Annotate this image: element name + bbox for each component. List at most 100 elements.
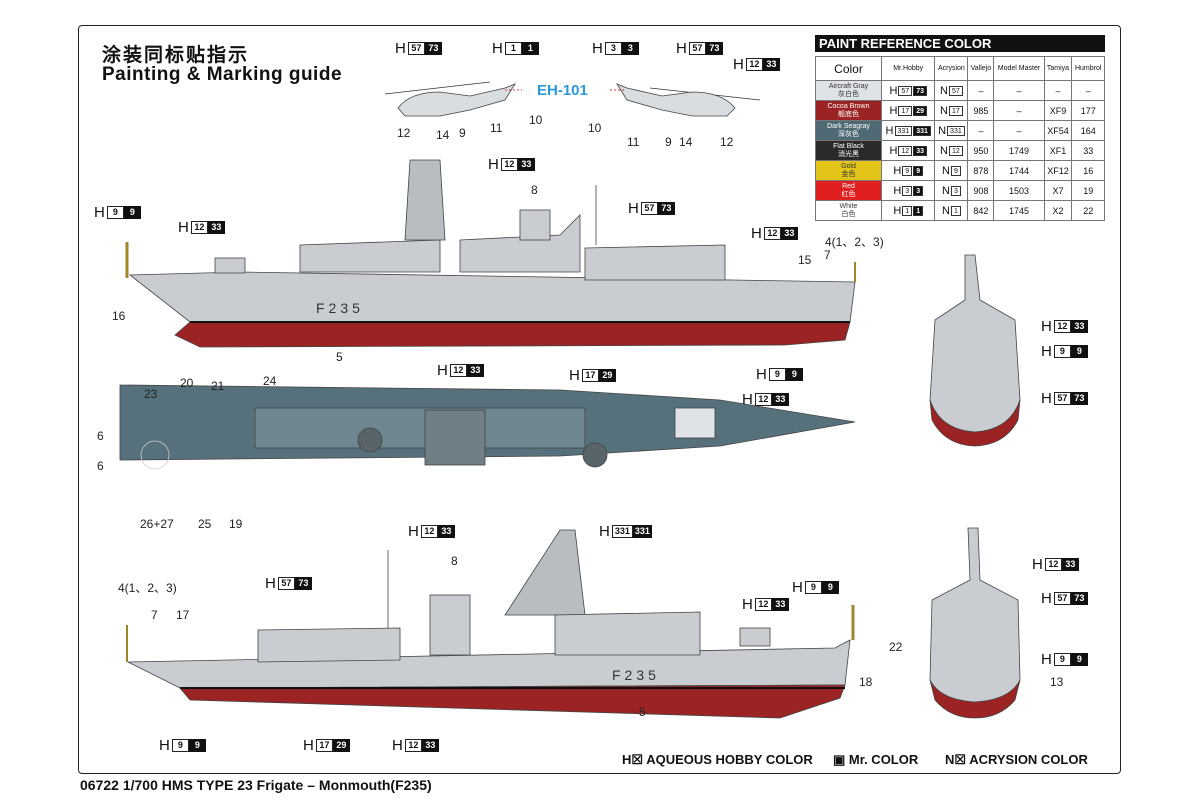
part-number: 17 [176,608,190,622]
paint-reference-table: PAINT REFERENCE COLOR Color Mr.Hobby Acr… [815,35,1105,221]
humbrol-cell: – [1071,80,1105,101]
side-view-port [126,529,855,719]
column-header: Color [815,56,882,81]
humbrol-cell: 19 [1071,180,1105,201]
humbrol-cell: 164 [1071,120,1105,141]
footer-title: 06722 1/700 HMS TYPE 23 Frigate – Monmou… [80,777,432,793]
part-number: 16 [112,309,126,323]
humbrol-cell: 33 [1071,140,1105,161]
part-number: 26+27 [140,517,174,531]
part-number: 11 [627,135,640,149]
part-number: 14 [679,135,693,149]
column-header: Mr.Hobby [880,56,936,81]
part-number: 24 [263,374,277,388]
front-view-bow [929,254,1021,447]
part-number: 4(1、2、3) [118,581,177,595]
tamiya-cell: XF54 [1043,120,1073,141]
column-header: Vallejo [967,56,995,81]
table-header-row: Color Mr.Hobby Acrysion Vallejo Model Ma… [815,56,1105,81]
tamiya-cell: XF12 [1043,160,1073,181]
humbrol-cell: 22 [1071,200,1105,221]
vallejo-cell: – [967,120,995,141]
part-number: 10 [529,113,543,127]
part-number: 8 [531,183,538,197]
tamiya-cell: X7 [1043,180,1073,201]
part-number: 23 [144,387,158,401]
column-header: Acrysion [934,56,969,81]
part-number: 14 [436,128,450,142]
part-number: 8 [451,554,458,568]
front-view-stern [929,527,1021,719]
guide-frame [78,25,1121,774]
title-english: Painting & Marking guide [102,64,343,85]
legend-mr-color: ▣ Mr. COLOR [833,752,919,767]
column-header: Humbrol [1071,56,1105,81]
model-master-cell: 1503 [993,180,1045,201]
part-number: 6 [97,459,104,473]
tamiya-cell: XF9 [1043,100,1073,121]
part-number: 7 [824,248,831,262]
column-header: Model Master [993,56,1045,81]
part-number: 9 [665,135,672,149]
side-view-starboard [125,159,856,348]
model-master-cell: 1749 [993,140,1045,161]
vallejo-cell: 950 [967,140,995,161]
model-master-cell: – [993,80,1045,101]
tamiya-cell: X2 [1043,200,1073,221]
part-number: 6 [97,429,104,443]
hull-number-top: F235 [316,300,364,316]
part-number: 18 [859,675,873,689]
hull-number-bottom: F235 [612,667,660,683]
vallejo-cell: 985 [967,100,995,121]
part-number: 22 [889,640,903,654]
tamiya-cell: XF1 [1043,140,1073,161]
part-number: 11 [490,121,503,135]
paint-table-title: PAINT REFERENCE COLOR [815,35,1105,52]
part-number: 5 [639,705,646,719]
vallejo-cell: 842 [967,200,995,221]
part-number: 12 [397,126,411,140]
humbrol-cell: 177 [1071,100,1105,121]
part-number: 12 [720,135,734,149]
model-master-cell: 1745 [993,200,1045,221]
legend-hobby: H☒ AQUEOUS HOBBY COLOR [622,752,813,767]
part-number: 15 [798,253,812,267]
